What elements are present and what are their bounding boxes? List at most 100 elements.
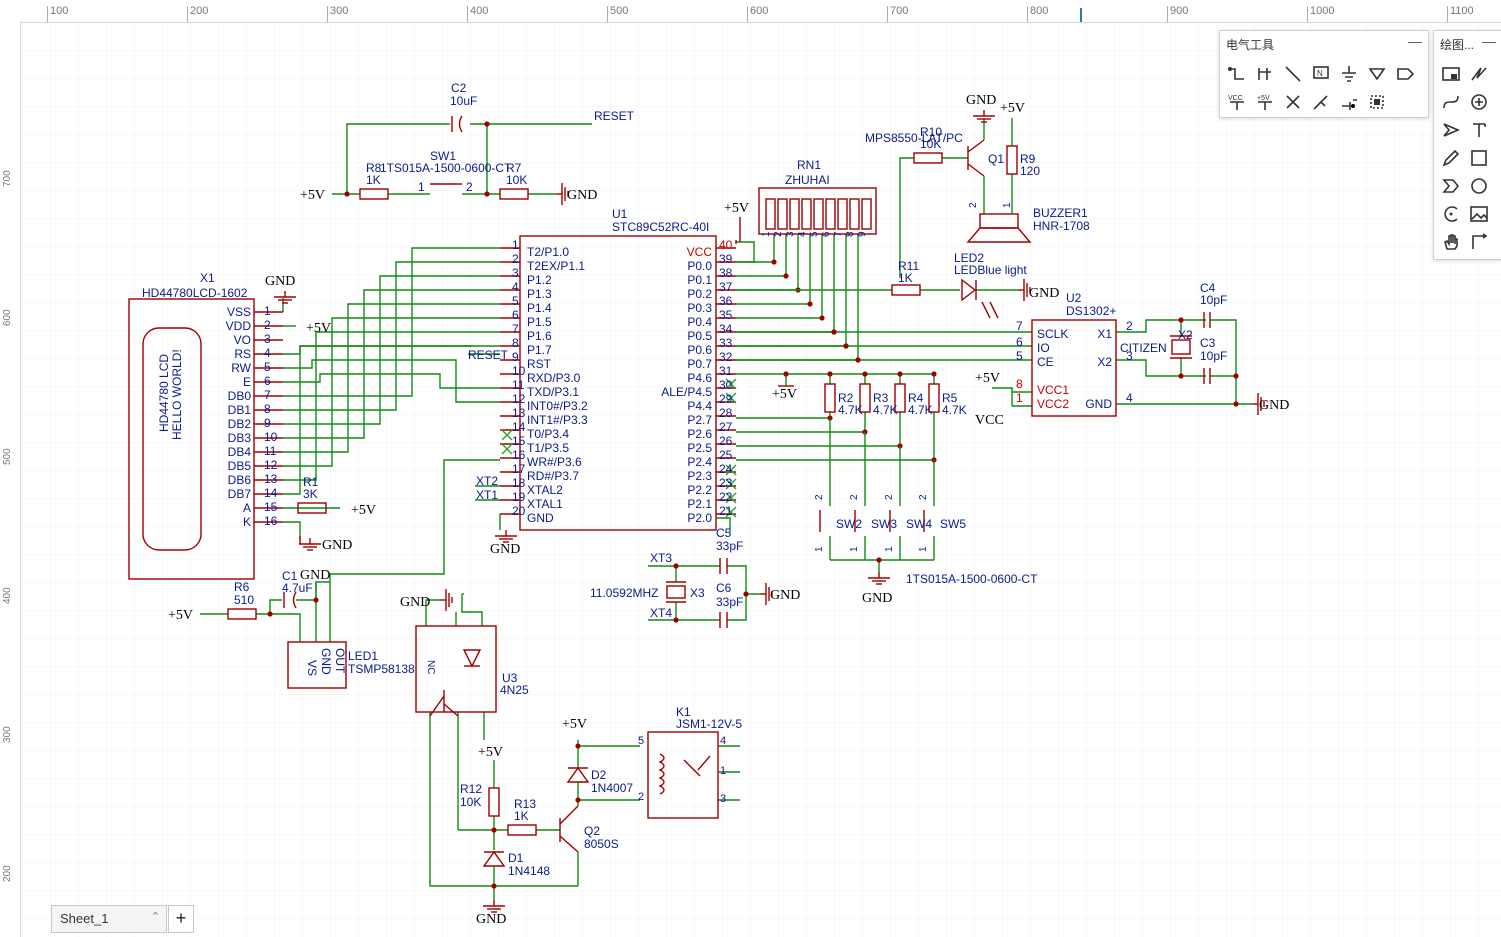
ellipse-icon[interactable] (1468, 175, 1490, 197)
ruler-label: 700 (890, 5, 909, 17)
schematic-label: +5V (1000, 101, 1025, 116)
mcu-pin-number: 20 (512, 504, 526, 518)
chevron-up-icon[interactable]: ⌃ (150, 911, 160, 923)
lcd-pin-number: 12 (264, 458, 278, 472)
junction-dot (267, 611, 273, 617)
mcu-pin-name: INT1#/P3.3 (527, 413, 588, 427)
noconnect-icon[interactable] (1282, 91, 1304, 113)
schematic-label: GND (400, 595, 430, 610)
arrow-icon[interactable] (1440, 119, 1462, 141)
schematic-label: X1 (1097, 327, 1112, 341)
junction-dot (876, 557, 882, 563)
lcd-pin-name: VDD (226, 319, 252, 333)
chevron-icon[interactable] (1440, 175, 1462, 197)
schematic-label: R8 (366, 161, 382, 175)
schematic-label: 3K (303, 487, 318, 501)
netlabel-icon[interactable]: N (1310, 63, 1332, 85)
schematic-label: 8 (845, 231, 856, 237)
mcu-pin-name: P1.6 (527, 329, 552, 343)
image-icon[interactable] (1468, 203, 1490, 225)
junction-dot (575, 797, 581, 803)
lcd-pin-name: DB4 (228, 445, 252, 459)
probe-icon[interactable] (1310, 91, 1332, 113)
line-icon[interactable] (1282, 63, 1304, 85)
mcu-pin-number: 38 (719, 266, 733, 280)
circle-move-icon[interactable] (1468, 91, 1490, 113)
schematic-label: 5 (638, 735, 644, 747)
schematic-label: 2 (638, 791, 644, 803)
schematic-label: 1K (514, 809, 529, 823)
schematic-label: 4 (720, 735, 726, 747)
schematic-label: GND (322, 538, 352, 553)
text-icon[interactable] (1468, 119, 1490, 141)
bus-icon[interactable] (1254, 63, 1276, 85)
transistor (967, 163, 985, 177)
lcd-pin-number: 7 (264, 388, 271, 402)
plus5v-icon[interactable]: +5V (1254, 91, 1276, 113)
arc-icon[interactable] (1440, 203, 1462, 225)
lcd-pin-name: DB0 (228, 389, 252, 403)
bezier-icon[interactable] (1440, 91, 1462, 113)
pin-icon[interactable] (1338, 91, 1360, 113)
netport-icon[interactable] (1394, 63, 1416, 85)
schematic-label: 4N25 (500, 683, 529, 697)
polyline-icon[interactable] (1468, 63, 1490, 85)
wire (283, 359, 500, 403)
schematic-label: 5 (809, 231, 820, 237)
capacitor (292, 591, 297, 609)
mcu-pin-number: 2 (512, 252, 519, 266)
ground-icon[interactable] (1338, 63, 1360, 85)
wire-icon[interactable] (1226, 63, 1248, 85)
schematic-label: 120 (1020, 164, 1040, 178)
junction-dot (313, 597, 319, 603)
schematic-label: R3 (873, 391, 889, 405)
sheet-tab[interactable]: Sheet_1 ⌃ (51, 905, 167, 933)
pen-icon[interactable] (1440, 147, 1462, 169)
schematic-label: GND (1029, 286, 1059, 301)
led (961, 278, 977, 302)
minimize-button[interactable]: — (1408, 33, 1422, 49)
transistor (559, 805, 579, 825)
square-icon[interactable] (1468, 147, 1490, 169)
mcu-pin-number: 36 (719, 294, 733, 308)
mcu-pin-name: P0.7 (687, 357, 712, 371)
schematic-label: 1 (418, 180, 425, 194)
mcu-pin-number: 18 (512, 476, 526, 490)
schematic-label: ZHUHAI (785, 173, 830, 187)
schematic-label: R1 (303, 475, 319, 489)
lcd-pin-name: RW (231, 361, 251, 375)
schematic-label: VCC (975, 413, 1004, 428)
lcd-pin-number: 3 (264, 332, 271, 346)
schematic-label: 8050S (584, 837, 619, 851)
ruler-label: 600 (750, 5, 769, 17)
schematic-label: 1K (898, 271, 913, 285)
mcu-pin-name: P2.7 (687, 413, 712, 427)
transistor (559, 835, 579, 853)
schematic-label: 2 (968, 202, 979, 208)
lcd-pin-number: 1 (264, 304, 271, 318)
schematic-label: +5V (478, 745, 503, 760)
schematic-label: D2 (591, 768, 607, 782)
schematic-label: 1TS015A-1500-0600-CT (906, 572, 1038, 586)
rect-icon[interactable] (1440, 63, 1462, 85)
junction-dot (484, 191, 490, 197)
vcc-icon[interactable]: VCC (1226, 91, 1248, 113)
hand-icon[interactable] (1440, 231, 1462, 253)
minimize-button[interactable]: — (1482, 33, 1496, 49)
schematic-label: 4.7K (873, 403, 898, 417)
netflag-icon[interactable] (1366, 63, 1388, 85)
lcd-pin-number: 6 (264, 374, 271, 388)
schematic-label: +5V (306, 321, 331, 336)
ruler-tick (887, 6, 888, 22)
mcu-pin-name: P2.4 (687, 455, 712, 469)
group-icon[interactable] (1366, 91, 1388, 113)
select-icon[interactable] (1468, 231, 1490, 253)
schematic-label: CE (1037, 355, 1054, 369)
resistor-network (758, 187, 877, 235)
add-sheet-button[interactable]: + (168, 905, 194, 933)
schematic-label: U3 (502, 671, 518, 685)
resistor (849, 198, 860, 230)
wire (1116, 319, 1206, 333)
